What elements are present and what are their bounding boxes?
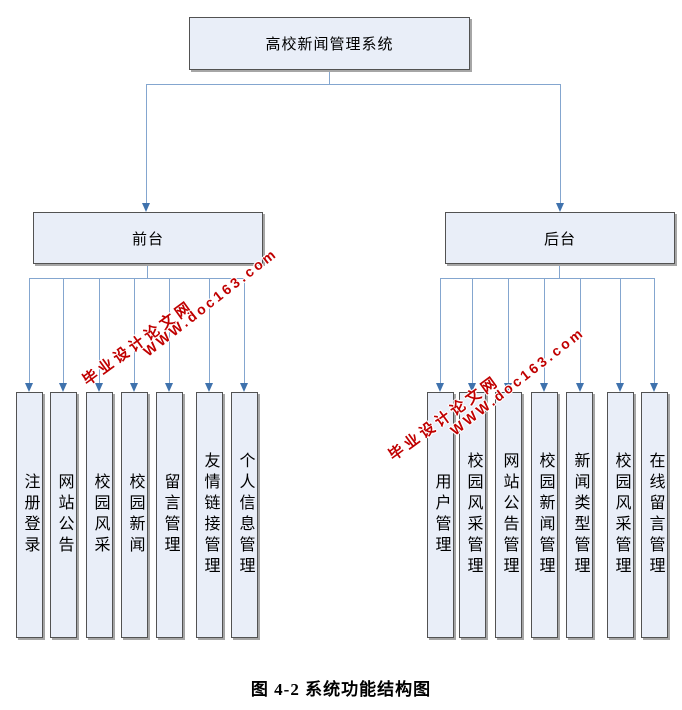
leaf-node-campus-style-mgmt: 校园风采管理: [459, 392, 486, 638]
connector-line: [654, 278, 655, 383]
connector-line: [146, 84, 561, 85]
arrow-down-icon: [650, 383, 658, 392]
watermark-text-cn: 毕业设计论文网: [80, 298, 198, 390]
leaf-node-label: 网站公告: [55, 473, 73, 557]
connector-line: [508, 278, 509, 383]
leaf-node-label: 友情链接管理: [201, 452, 219, 578]
leaf-node-site-notice: 网站公告: [50, 392, 77, 638]
arrow-down-icon: [59, 383, 67, 392]
branch-node-backend: 后台: [445, 212, 675, 264]
arrow-down-icon: [436, 383, 444, 392]
root-node-label: 高校新闻管理系统: [265, 37, 394, 53]
arrow-down-icon: [25, 383, 33, 392]
leaf-node-campus-news-mgmt: 校园新闻管理: [531, 392, 558, 638]
leaf-node-label: 校园风采管理: [612, 452, 630, 578]
connector-line: [169, 278, 170, 383]
connector-line: [440, 278, 441, 383]
arrow-down-icon: [165, 383, 173, 392]
branch-node-frontend-label: 前台: [131, 231, 164, 248]
arrow-down-icon: [95, 383, 103, 392]
connector-line: [440, 278, 655, 279]
connector-line: [559, 264, 560, 278]
leaf-node-site-notice-mgmt: 网站公告管理: [495, 392, 522, 638]
leaf-node-campus-style-mgmt-2: 校园风采管理: [607, 392, 634, 638]
connector-line: [329, 70, 330, 84]
leaf-node-label: 用户管理: [432, 473, 450, 557]
connector-line: [544, 278, 545, 383]
leaf-node-label: 网站公告管理: [500, 452, 518, 578]
leaf-node-campus-news: 校园新闻: [121, 392, 148, 638]
leaf-node-campus-style: 校园风采: [86, 392, 113, 638]
connector-line: [209, 278, 210, 383]
arrow-down-icon: [556, 203, 564, 212]
arrow-down-icon: [130, 383, 138, 392]
leaf-node-message-mgmt: 留言管理: [156, 392, 183, 638]
leaf-node-label: 在线留言管理: [646, 452, 664, 578]
leaf-node-label: 校园新闻管理: [536, 452, 554, 578]
figure-caption: 图 4-2 系统功能结构图: [250, 680, 432, 699]
connector-line: [63, 278, 64, 383]
arrow-down-icon: [468, 383, 476, 392]
leaf-node-label: 校园风采: [91, 473, 109, 557]
leaf-node-friend-links-mgmt: 友情链接管理: [196, 392, 223, 638]
leaf-node-register-login: 注册登录: [16, 392, 43, 638]
branch-node-frontend: 前台: [33, 212, 263, 264]
leaf-node-online-message-mgmt: 在线留言管理: [641, 392, 668, 638]
leaf-node-label: 校园风采管理: [464, 452, 482, 578]
leaf-node-label: 个人信息管理: [236, 452, 254, 578]
root-node: 高校新闻管理系统: [189, 17, 470, 70]
connector-line: [134, 278, 135, 383]
arrow-down-icon: [240, 383, 248, 392]
arrow-down-icon: [504, 383, 512, 392]
connector-line: [244, 278, 245, 383]
leaf-node-label: 校园新闻: [126, 473, 144, 557]
leaf-node-user-mgmt: 用户管理: [427, 392, 454, 638]
connector-line: [620, 278, 621, 383]
leaf-node-label: 新闻类型管理: [571, 452, 589, 578]
connector-line: [146, 84, 147, 203]
arrow-down-icon: [540, 383, 548, 392]
leaf-node-label: 注册登录: [21, 473, 39, 557]
arrow-down-icon: [576, 383, 584, 392]
connector-line: [560, 84, 561, 203]
connector-line: [99, 278, 100, 383]
leaf-node-label: 留言管理: [161, 473, 179, 557]
connector-line: [472, 278, 473, 383]
leaf-node-personal-info-mgmt: 个人信息管理: [231, 392, 258, 638]
arrow-down-icon: [616, 383, 624, 392]
arrow-down-icon: [205, 383, 213, 392]
leaf-node-news-type-mgmt: 新闻类型管理: [566, 392, 593, 638]
connector-line: [29, 278, 30, 383]
arrow-down-icon: [142, 203, 150, 212]
connector-line: [29, 278, 245, 279]
connector-line: [580, 278, 581, 383]
branch-node-backend-label: 后台: [543, 231, 576, 248]
connector-line: [147, 264, 148, 278]
